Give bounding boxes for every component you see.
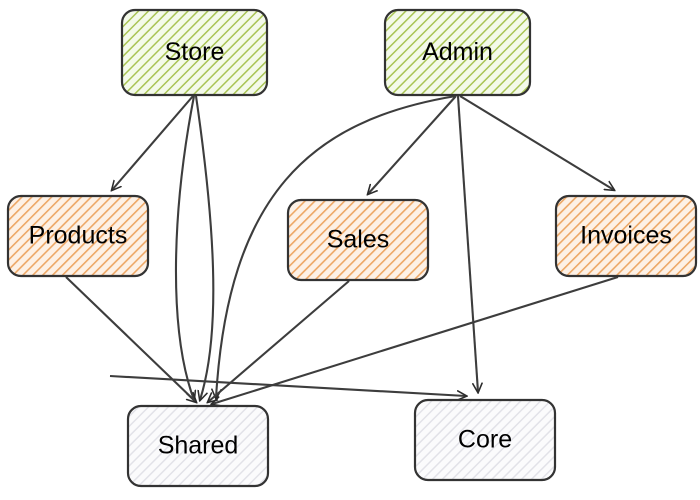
edge-admin-to-core <box>456 95 478 392</box>
node-box-core[interactable] <box>413 398 557 482</box>
edge-store-to-products <box>112 95 194 190</box>
edge-layer <box>65 94 619 404</box>
node-shared[interactable]: Shared <box>126 404 270 488</box>
edge-invoices-to-shared <box>212 275 619 404</box>
node-box-sales[interactable] <box>286 198 430 282</box>
node-sales[interactable]: Sales <box>286 198 430 282</box>
node-products[interactable]: Products <box>6 194 150 278</box>
node-admin[interactable]: Admin <box>383 8 532 97</box>
edge-admin-to-invoices <box>459 95 614 190</box>
node-invoices[interactable]: Invoices <box>554 194 698 278</box>
node-core[interactable]: Core <box>413 398 557 482</box>
node-box-store[interactable] <box>120 8 269 97</box>
node-box-admin[interactable] <box>383 8 532 97</box>
edge-store-to-shared <box>194 95 215 400</box>
edge-products-to-core <box>109 374 466 396</box>
node-box-shared[interactable] <box>126 404 270 488</box>
edge-store-to-shared <box>174 95 194 400</box>
node-store[interactable]: Store <box>120 8 269 97</box>
node-box-invoices[interactable] <box>554 194 698 278</box>
edge-products-to-shared <box>65 276 196 402</box>
edge-admin-to-shared <box>216 94 457 398</box>
edge-admin-to-sales <box>368 95 457 194</box>
node-box-products[interactable] <box>6 194 150 278</box>
